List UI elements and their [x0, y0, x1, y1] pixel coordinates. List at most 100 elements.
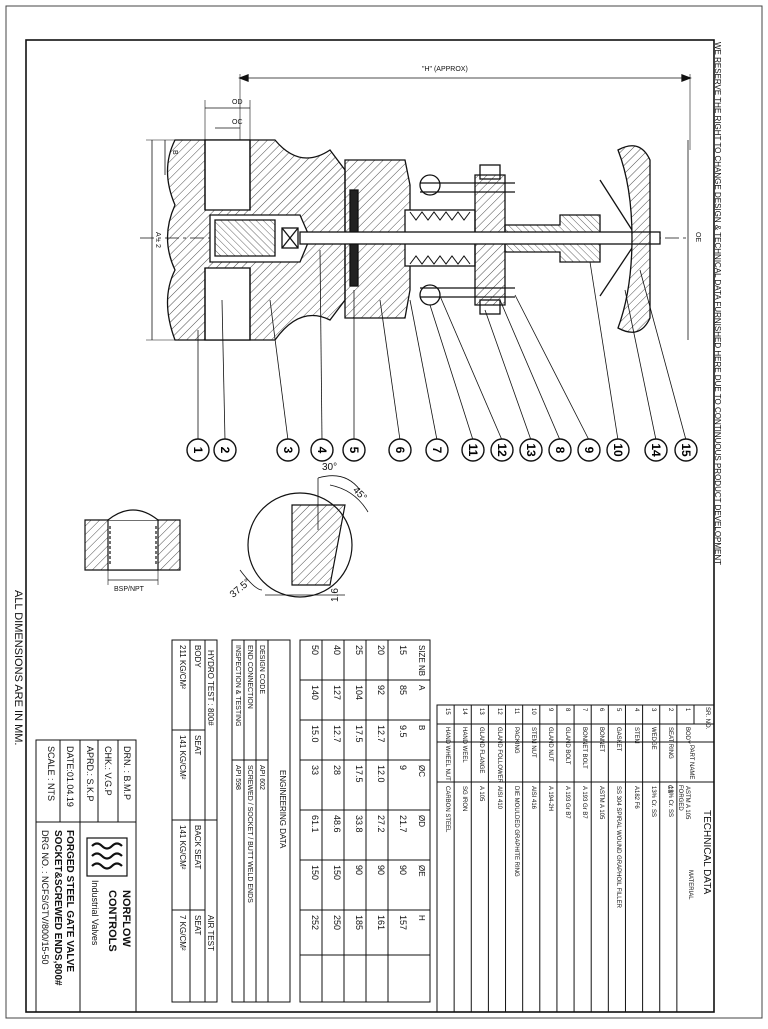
- size-cell: 252: [310, 915, 320, 931]
- balloon-13: 13: [519, 438, 543, 462]
- td-header-part: PART NAME: [688, 745, 694, 780]
- checked-by: CHK.: V.G.P: [103, 746, 113, 796]
- hydro-value: 141 KG/CM²: [178, 825, 187, 870]
- td-header-no: SR. NO.: [704, 707, 710, 730]
- eng-label: DESIGN CODE: [258, 645, 265, 695]
- td-part-name: STEM NUT: [529, 727, 536, 758]
- size-cell: 21.7: [398, 815, 408, 833]
- td-material: ASTM A 105: [684, 786, 690, 820]
- balloon-14: 14: [644, 438, 668, 462]
- svg-text:9: 9: [582, 447, 596, 454]
- size-cell: 12.7: [332, 725, 342, 743]
- svg-text:1: 1: [191, 447, 205, 454]
- td-part-name: GLAND NUT: [546, 727, 553, 762]
- size-cell: 50: [310, 645, 320, 656]
- td-no: 14: [461, 708, 468, 715]
- size-cell: 150: [310, 865, 320, 881]
- td-part-name: PACKING: [512, 727, 519, 754]
- dim-1-6: 1.6: [330, 588, 341, 602]
- drawing-number: DRG NO. : NCFS/GTV/800/15-50: [40, 830, 50, 965]
- td-no: 9: [546, 708, 553, 712]
- size-header: H: [417, 915, 426, 921]
- size-cell: 12.7: [376, 725, 386, 743]
- balloon-11: 11: [461, 438, 485, 462]
- drawing-date: DATE:01.04.19: [65, 746, 75, 807]
- td-material: SG IRON: [461, 786, 468, 812]
- size-header: ØC: [417, 765, 426, 777]
- size-cell: 85: [398, 685, 408, 696]
- td-material: AISI 410: [495, 786, 502, 810]
- drawn-by: DRN. : B.M.P: [122, 746, 132, 801]
- td-header-forged: FORGED: [677, 785, 683, 811]
- dim-od: OD: [232, 99, 243, 106]
- size-cell: 185: [354, 915, 364, 931]
- butt-weld-detail: [239, 475, 369, 598]
- company-tagline: Industrial Valves: [90, 880, 100, 946]
- balloon-12: 12: [490, 438, 514, 462]
- size-header: SIZE NB: [417, 645, 426, 677]
- hydro-column: BACK SEAT: [193, 825, 202, 870]
- size-cell: 40: [332, 645, 342, 656]
- hydro-value: 7 KG/CM²: [178, 915, 187, 951]
- size-cell: 61.1: [310, 815, 320, 833]
- svg-text:15: 15: [679, 443, 693, 457]
- size-cell: 15: [398, 645, 408, 656]
- table-grids: [35, 639, 715, 1013]
- svg-text:14: 14: [649, 443, 663, 457]
- leader-lines: [197, 249, 687, 441]
- td-material: A182 F6: [632, 786, 639, 809]
- td-part-name: HAND WHEEL NUT: [444, 727, 451, 781]
- td-material: SS 304 SPIRAL WOUND GRAPHOIL FILLER: [615, 786, 622, 908]
- svg-text:6: 6: [393, 447, 407, 454]
- hydro-test-title: HYDRO TEST : 800#: [206, 650, 215, 726]
- td-no: 10: [529, 708, 536, 715]
- dim-oe: OE: [694, 232, 701, 243]
- eng-value: API 602: [258, 765, 265, 790]
- td-header-material: MATERIAL: [687, 870, 693, 900]
- svg-text:2: 2: [218, 447, 232, 454]
- td-material: AISI 416: [529, 786, 536, 810]
- td-no: 2: [666, 708, 673, 712]
- td-part-name: STEM: [632, 727, 639, 744]
- size-cell: 140: [310, 685, 320, 701]
- size-cell: 12.0: [376, 765, 386, 783]
- balloon-5: 5: [342, 438, 366, 462]
- size-cell: 20: [376, 645, 386, 656]
- td-no: 7: [581, 708, 588, 712]
- balloon-2: 2: [213, 438, 237, 462]
- svg-text:8: 8: [553, 447, 567, 454]
- td-no: 6: [598, 708, 605, 712]
- size-cell: 92: [376, 685, 386, 696]
- td-part-name: HAND WEEL: [461, 727, 468, 763]
- size-cell: 33.8: [354, 815, 364, 833]
- td-part-name: GASKET: [615, 727, 622, 752]
- td-part-name: WEDGE: [649, 727, 656, 750]
- outer-border: [5, 5, 763, 1019]
- hydro-value: 211 KG/CM²: [178, 645, 187, 689]
- td-no: 12: [495, 708, 502, 715]
- balloon-6: 6: [388, 438, 412, 462]
- size-header: ØE: [417, 865, 426, 877]
- dim-a: A ± 2: [154, 232, 161, 248]
- size-cell: 17.5: [354, 725, 364, 743]
- td-material: A 105: [478, 786, 485, 802]
- drawing-scale: SCALE : NTS: [46, 746, 56, 802]
- td-material: A 193 Gr B7: [564, 786, 571, 819]
- size-cell: 17.5: [354, 765, 364, 783]
- eng-value: API 598: [234, 765, 241, 790]
- company-name-2: CONTROLS: [106, 890, 118, 952]
- td-no: 3: [649, 708, 656, 712]
- td-material: DIE MOULDED GRAPHITE RING: [512, 786, 519, 877]
- eng-label: INSPECTION & TESTING: [234, 645, 241, 727]
- td-part-name: BODY: [684, 727, 690, 745]
- drawing-title-1: FORGED STEEL GATE VALVE: [64, 830, 75, 973]
- dim-b: B: [171, 150, 178, 155]
- air-test-label: AIR TEST: [206, 915, 215, 951]
- size-cell: 25: [354, 645, 364, 656]
- balloon-8: 8: [548, 438, 572, 462]
- td-no: 13: [478, 708, 485, 715]
- td-material: 13% Cr. SS: [649, 786, 656, 818]
- eng-label: END CONNECTION: [246, 645, 253, 709]
- balloon-15: 15: [674, 438, 698, 462]
